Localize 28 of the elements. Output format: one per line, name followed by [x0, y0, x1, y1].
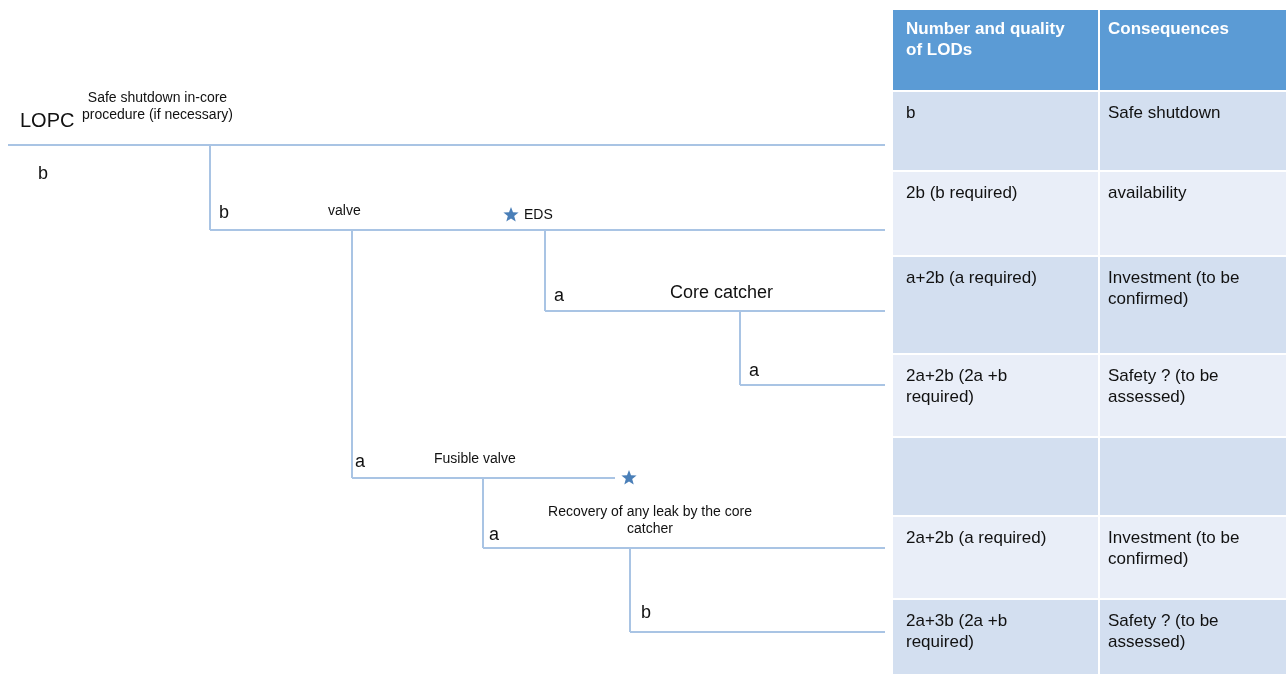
table-cell-text: Investment (to be confirmed) [1108, 267, 1241, 310]
table-cell-text: 2a+2b (2a +b required) [906, 365, 1009, 408]
branch-probability-label: a [749, 360, 759, 382]
column-header: Consequences [1108, 18, 1230, 40]
table-cell-text: Safety ? (to be assessed) [1108, 610, 1220, 653]
branch-heading: Recovery of any leak by the core catcher [547, 503, 753, 537]
table-cell-text: Investment (to be confirmed) [1108, 527, 1241, 570]
frequency-label: b [38, 163, 48, 185]
branch-heading: Core catcher [670, 282, 774, 304]
table-cell-text: 2a+3b (2a +b required) [906, 610, 1009, 653]
branch-heading: Safe shutdown in-core procedure (if necessary) [81, 89, 234, 123]
table-cell-text: Safe shutdown [1108, 102, 1222, 124]
table-cell-text: a+2b (a required) [906, 267, 1038, 289]
table-cell-text: 2b (b required) [906, 182, 1019, 204]
branch-probability-label: a [355, 451, 365, 473]
branch-probability-label: a [489, 524, 499, 546]
table-cell-text: availability [1108, 182, 1188, 204]
table-cell-text: 2a+2b (a required) [906, 527, 1048, 549]
table-cell-text: Safety ? (to be assessed) [1108, 365, 1220, 408]
event-label: LOPC [20, 108, 75, 132]
column-header: Number and quality of LODs [906, 18, 1066, 61]
branch-heading: valve [328, 202, 361, 219]
branch-heading: Fusible valve [434, 450, 516, 467]
branch-heading: EDS [524, 206, 553, 223]
branch-probability-label: b [641, 602, 651, 624]
branch-probability-label: a [554, 285, 564, 307]
table-cell-text: b [906, 102, 917, 124]
branch-probability-label: b [219, 202, 229, 224]
